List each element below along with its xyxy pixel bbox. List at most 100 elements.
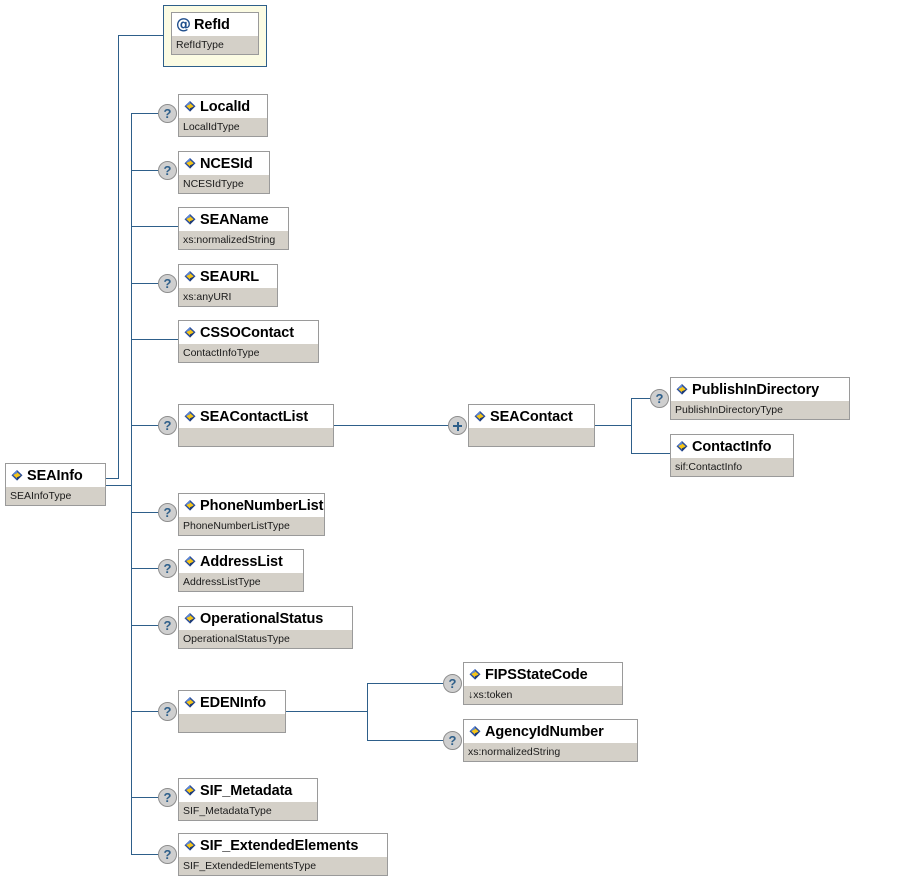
node-seainfo-label: SEAInfo [27, 467, 83, 484]
node-sifmetadata-label: SIF_Metadata [200, 782, 293, 799]
node-fipsstatecode-typebar: ↓xs:token [464, 686, 622, 704]
node-seacontactlist-label: SEAContactList [200, 408, 309, 425]
connector-seacontact-fork-stub [595, 425, 632, 426]
node-sifextendedelements[interactable]: SIF_ExtendedElements SIF_ExtendedElement… [178, 833, 388, 876]
element-icon [183, 100, 197, 114]
occurrence-marker-edeninfo: ? [158, 702, 177, 721]
node-localid-label: LocalId [200, 98, 251, 115]
node-cssocontact-type: ContactInfoType [183, 347, 260, 359]
occurrence-marker-sifmetadata: ? [158, 788, 177, 807]
node-sifmetadata[interactable]: SIF_Metadata SIF_MetadataType [178, 778, 318, 821]
node-localid-type: LocalIdType [183, 121, 240, 133]
connector-elem-phonenumberlist [131, 512, 158, 513]
node-fipsstatecode[interactable]: FIPSStateCode ↓xs:token [463, 662, 623, 705]
node-phonenumberlist[interactable]: PhoneNumberList PhoneNumberListType [178, 493, 325, 536]
node-sifextendedelements-title: SIF_ExtendedElements [179, 834, 387, 857]
node-localid-title: LocalId [179, 95, 267, 118]
node-refid-label: RefId [194, 16, 230, 33]
attribute-icon: @ [176, 15, 191, 33]
occurrence-marker-seacontactlist: ? [158, 416, 177, 435]
connector-elem-seacontactlist [131, 425, 158, 426]
node-localid[interactable]: LocalId LocalIdType [178, 94, 268, 137]
occurrence-marker-localid: ? [158, 104, 177, 123]
node-seacontactlist[interactable]: SEAContactList [178, 404, 334, 447]
node-agencyidnumber-type: xs:normalizedString [468, 746, 561, 758]
node-fipsstatecode-label: FIPSStateCode [485, 666, 588, 683]
node-sifmetadata-title: SIF_Metadata [179, 779, 317, 802]
node-edeninfo[interactable]: EDENInfo [178, 690, 286, 733]
node-seaname-typebar: xs:normalizedString [179, 231, 288, 249]
node-seaurl[interactable]: SEAURL xs:anyURI [178, 264, 278, 307]
node-edeninfo-label: EDENInfo [200, 694, 267, 711]
node-refid-type: RefIdType [176, 39, 224, 51]
node-seacontact[interactable]: SEAContact [468, 404, 595, 447]
element-icon [675, 383, 689, 397]
node-addresslist[interactable]: AddressList AddressListType [178, 549, 304, 592]
node-ncesid-typebar: NCESIdType [179, 175, 269, 193]
node-cssocontact-typebar: ContactInfoType [179, 344, 318, 362]
connector-edeninfo-agencyidnumber [367, 740, 443, 741]
connector-root-attr-stub [105, 478, 119, 479]
connector-seacontact-publishindirectory [631, 398, 651, 399]
node-fipsstatecode-title: FIPSStateCode [464, 663, 622, 686]
occurrence-marker-seaurl: ? [158, 274, 177, 293]
connector-elem-operationalstatus [131, 625, 158, 626]
node-seacontactlist-typebar [179, 428, 333, 446]
connector-elem-localid [131, 113, 158, 114]
node-sifextendedelements-typebar: SIF_ExtendedElementsType [179, 857, 387, 875]
node-sifextendedelements-type: SIF_ExtendedElementsType [183, 860, 317, 872]
node-ncesid[interactable]: NCESId NCESIdType [178, 151, 270, 194]
node-phonenumberlist-typebar: PhoneNumberListType [179, 517, 324, 535]
connector-elem-addresslist [131, 568, 158, 569]
element-icon [183, 612, 197, 626]
element-icon [183, 499, 197, 513]
node-refid[interactable]: @ RefId RefIdType [171, 12, 259, 55]
node-publishindirectory-label: PublishInDirectory [692, 381, 820, 398]
node-publishindirectory-title: PublishInDirectory [671, 378, 849, 401]
occurrence-marker-publishindirectory: ? [650, 389, 669, 408]
node-seacontactlist-title: SEAContactList [179, 405, 333, 428]
node-contactinfo-title: ContactInfo [671, 435, 793, 458]
node-seaname[interactable]: SEAName xs:normalizedString [178, 207, 289, 250]
occurrence-marker-fipsstatecode: ? [443, 674, 462, 693]
connector-seacontact-fork-bus [631, 398, 632, 454]
node-agencyidnumber[interactable]: AgencyIdNumber xs:normalizedString [463, 719, 638, 762]
node-ncesid-label: NCESId [200, 155, 253, 172]
node-addresslist-type: AddressListType [183, 576, 261, 588]
node-seacontact-typebar [469, 428, 594, 446]
connector-seacontactlist-to-seacontact [334, 425, 448, 426]
node-edeninfo-title: EDENInfo [179, 691, 285, 714]
node-addresslist-label: AddressList [200, 553, 283, 570]
node-ncesid-title: NCESId [179, 152, 269, 175]
occurrence-marker-agencyidnumber: ? [443, 731, 462, 750]
node-publishindirectory[interactable]: PublishInDirectory PublishInDirectoryTyp… [670, 377, 850, 420]
node-phonenumberlist-title: PhoneNumberList [179, 494, 324, 517]
node-seaurl-typebar: xs:anyURI [179, 288, 277, 306]
node-seainfo[interactable]: SEAInfo SEAInfoType [5, 463, 106, 506]
node-seaname-title: SEAName [179, 208, 288, 231]
node-seaname-type: xs:normalizedString [183, 234, 276, 246]
node-contactinfo-type: sif:ContactInfo [675, 461, 743, 473]
element-icon [183, 213, 197, 227]
connector-elem-cssocontact [131, 339, 178, 340]
connector-edeninfo-fork-stub [286, 711, 368, 712]
connector-attr-refid [118, 35, 163, 36]
node-operationalstatus[interactable]: OperationalStatus OperationalStatusType [178, 606, 353, 649]
connector-elem-seaurl [131, 283, 158, 284]
connector-elem-seaname [131, 226, 178, 227]
expander-seacontact[interactable] [448, 416, 467, 435]
node-seacontact-title: SEAContact [469, 405, 594, 428]
node-cssocontact-title: CSSOContact [179, 321, 318, 344]
element-icon [183, 784, 197, 798]
node-phonenumberlist-label: PhoneNumberList [200, 497, 324, 514]
node-cssocontact[interactable]: CSSOContact ContactInfoType [178, 320, 319, 363]
element-icon [183, 839, 197, 853]
occurrence-marker-ncesid: ? [158, 161, 177, 180]
node-contactinfo-typebar: sif:ContactInfo [671, 458, 793, 476]
node-operationalstatus-label: OperationalStatus [200, 610, 324, 627]
connector-root-elem-stub [105, 485, 132, 486]
node-contactinfo[interactable]: ContactInfo sif:ContactInfo [670, 434, 794, 477]
node-agencyidnumber-title: AgencyIdNumber [464, 720, 637, 743]
connector-elem-sifmetadata [131, 797, 158, 798]
